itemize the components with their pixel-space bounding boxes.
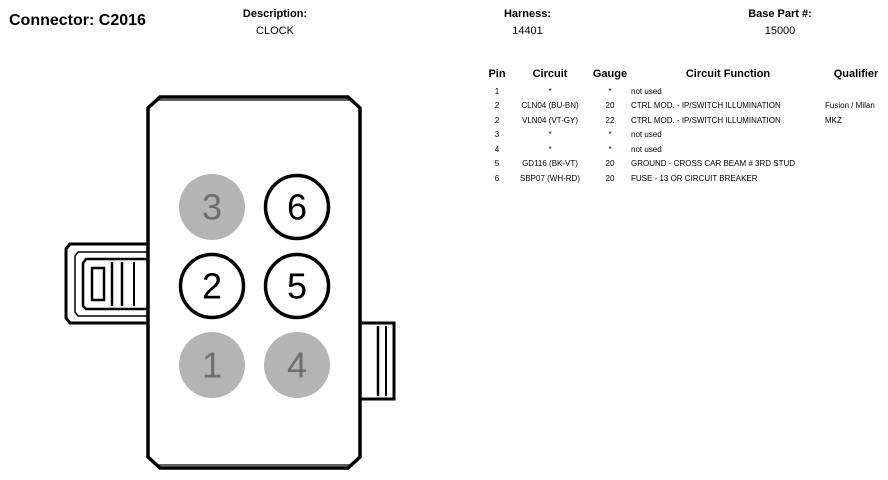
table-row: 4 * * not used <box>483 142 887 157</box>
cell-pin: 1 <box>494 86 500 96</box>
table-header-row: Pin Circuit Gauge Circuit Function Quali… <box>483 68 887 84</box>
cell-pin: 3 <box>494 130 500 140</box>
pin-cavity-5: 5 <box>263 252 331 320</box>
pin-circle <box>263 252 331 320</box>
cell-qualifier: Fusion / Milan <box>825 101 875 111</box>
pin-circle <box>264 332 330 398</box>
cell-gauge: 20 <box>605 159 615 169</box>
right-key <box>360 321 396 401</box>
cell-circuit: * <box>548 144 552 154</box>
cell-function: not used <box>631 86 662 96</box>
pin-cavity-3: 3 <box>179 174 245 240</box>
pin-circle <box>263 173 331 241</box>
cell-function: not used <box>631 144 662 154</box>
pin-label: 6 <box>287 187 307 228</box>
pin-label: 4 <box>287 345 307 386</box>
pin-label: 1 <box>202 345 222 386</box>
pin-circle <box>179 174 245 240</box>
description-value: CLOCK <box>256 25 294 37</box>
cell-pin: 4 <box>494 144 500 154</box>
pin-label: 3 <box>202 187 222 228</box>
cell-circuit: SBP07 (WH-RD) <box>519 173 580 183</box>
harness-value: 14401 <box>512 25 543 37</box>
cell-circuit: CLN04 (BU-BN) <box>521 101 579 111</box>
table-row: 1 * * not used <box>483 84 887 99</box>
col-header-gauge: Gauge <box>592 68 628 80</box>
table-row: 2 VLN04 (VT-GY) 22 CTRL MOD. - IP/SWITCH… <box>483 113 887 128</box>
col-header-pin: Pin <box>488 68 506 80</box>
table-row: 3 * * not used <box>483 128 887 143</box>
base-part-value: 15000 <box>764 25 796 37</box>
cell-function: not used <box>631 130 662 140</box>
pin-cavity-6: 6 <box>263 173 331 241</box>
table-row: 2 CLN04 (BU-BN) 20 CTRL MOD. - IP/SWITCH… <box>483 99 887 114</box>
pin-cavity-1: 1 <box>179 332 245 398</box>
base-part-block: Base Part #: 15000 <box>720 8 840 37</box>
table-row: 6 SBP07 (WH-RD) 20 FUSE - 13 OR CIRCUIT … <box>483 171 887 186</box>
cell-gauge: 22 <box>605 115 615 125</box>
description-block: Description: CLOCK <box>215 8 335 37</box>
cell-function: FUSE - 13 OR CIRCUIT BREAKER <box>631 173 758 183</box>
pin-cavity-4: 4 <box>264 332 330 398</box>
cell-pin: 5 <box>494 159 500 169</box>
pin-cavity-2: 2 <box>178 252 246 320</box>
description-label: Description: <box>242 8 308 20</box>
cell-gauge: 20 <box>605 173 615 183</box>
cell-gauge: * <box>608 144 612 154</box>
harness-block: Harness: 14401 <box>470 8 585 37</box>
connector-title: Connector: C2016 <box>9 12 146 29</box>
connector-housing <box>146 95 362 470</box>
cell-pin: 2 <box>494 101 500 111</box>
cell-gauge: * <box>608 130 612 140</box>
cell-gauge: 20 <box>605 101 615 111</box>
pin-circle <box>179 332 245 398</box>
harness-label: Harness: <box>503 8 552 20</box>
col-header-circuit: Circuit <box>532 68 568 80</box>
col-header-qualifier: Qualifier <box>833 68 879 80</box>
cell-gauge: * <box>608 86 612 96</box>
cell-function: CTRL MOD. - IP/SWITCH ILLUMINATION <box>631 115 781 125</box>
pin-label: 5 <box>287 266 307 307</box>
cell-function: GROUND - CROSS CAR BEAM # 3RD STUD <box>631 159 796 169</box>
pin-circle <box>178 252 246 320</box>
cell-function: CTRL MOD. - IP/SWITCH ILLUMINATION <box>631 101 781 111</box>
table-row: 5 GD116 (BK-VT) 20 GROUND - CROSS CAR BE… <box>483 157 887 172</box>
cell-circuit: * <box>548 130 552 140</box>
cell-circuit: VLN04 (VT-GY) <box>521 115 578 125</box>
base-part-label: Base Part #: <box>748 8 812 20</box>
cell-circuit: * <box>548 86 552 96</box>
cell-pin: 6 <box>494 173 500 183</box>
cell-pin: 2 <box>494 115 500 125</box>
left-latch <box>64 242 148 325</box>
pin-label: 2 <box>202 266 222 307</box>
cell-circuit: GD116 (BK-VT) <box>522 159 578 169</box>
col-header-function: Circuit Function <box>685 68 771 80</box>
pinout-table: Pin Circuit Gauge Circuit Function Quali… <box>483 68 887 186</box>
cell-qualifier: MKZ <box>825 115 842 125</box>
